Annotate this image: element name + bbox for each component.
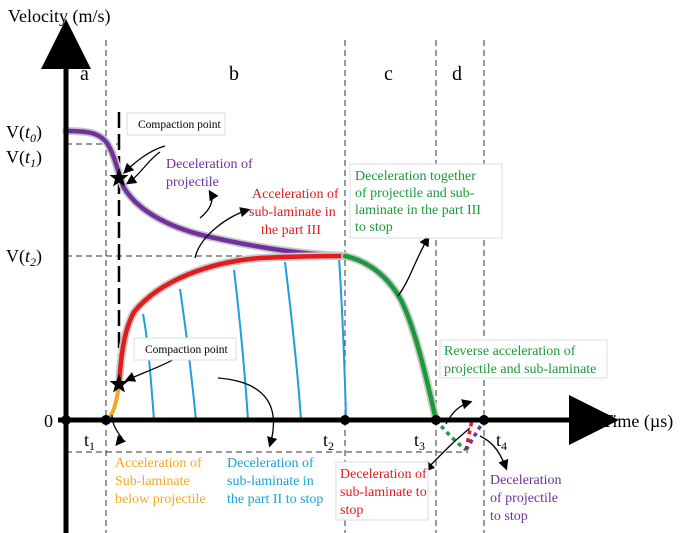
accel-part3-label: Acceleration of sub-laminate in the part… (249, 187, 342, 238)
phase-dividers (105, 40, 485, 533)
reverse-purple-dotted (464, 419, 486, 451)
t4-dot (479, 415, 489, 425)
reverse-box (439, 339, 608, 379)
below-label: Acceleration of Sub-laminate below proje… (115, 456, 206, 507)
compaction-bottom-box (133, 337, 237, 361)
arrow-part2 (217, 377, 278, 448)
compaction-bottom-label: Compaction point (145, 344, 229, 356)
blue-curve-4 (284, 261, 302, 421)
x-tick-t3: t3 (414, 430, 425, 453)
phase-a: a (80, 63, 89, 85)
y-axis-label: Velocity (m/s) (8, 6, 110, 27)
origin-dot (61, 415, 71, 425)
sub-stop-label: Deceleration of sub-laminate to stop (340, 467, 430, 518)
together-label: Deceleration together of projectile and … (355, 169, 484, 235)
origin-label: 0 (44, 411, 53, 431)
arrow-together (397, 235, 430, 297)
t2-dot (340, 415, 350, 425)
arrow-compaction-bottom (124, 357, 177, 382)
star-top-icon (109, 168, 129, 187)
reverse-red-dotted (464, 419, 474, 451)
acceleration-curve-shadow (115, 252, 349, 389)
below-acceleration-curve (104, 384, 121, 422)
together-box (349, 163, 503, 239)
together-curve (342, 253, 439, 423)
arrow-accel-part3 (194, 207, 251, 259)
blue-curve-3 (233, 269, 249, 421)
t1-dot (101, 415, 111, 425)
arrow-decel-projectile (125, 151, 161, 185)
phase-c: c (384, 63, 393, 85)
proj-stop-label: Deceleration of projectile to stop (490, 473, 565, 524)
x-axis-label: Time (µs) (602, 411, 673, 432)
y-tick-v1: V(t1) (6, 147, 42, 170)
blue-curve-1 (142, 313, 155, 421)
arrow-projectile-line (199, 189, 219, 219)
part2-label: Deceleration of sub-laminate in the part… (227, 456, 323, 507)
sub-stop-box (335, 461, 429, 521)
blue-curve-5 (338, 256, 347, 421)
compaction-top-box (126, 112, 226, 136)
arrow-compaction-top (123, 145, 166, 174)
arrow-sub-stop (424, 427, 471, 472)
together-curve-shadow (341, 252, 440, 424)
y-tick-v0: V(t0) (6, 122, 42, 145)
reverse-label: Reverse acceleration of projectile and s… (444, 344, 596, 377)
t3-dot (431, 415, 441, 425)
arrow-below (111, 414, 126, 446)
acceleration-curve (116, 253, 348, 388)
x-tick-t2: t2 (323, 430, 334, 453)
axis-points (61, 415, 489, 425)
star-bottom-icon (109, 374, 129, 393)
reverse-phase-curves (434, 418, 486, 452)
arrow-reverse (445, 399, 473, 425)
x-tick-t4: t4 (496, 430, 507, 453)
phase-d: d (452, 63, 462, 85)
x-tick-t1: t1 (84, 430, 95, 453)
projectile-deceleration-curve-line (63, 128, 348, 259)
y-tick-v2: V(t2) (6, 246, 42, 269)
compaction-stars (109, 168, 129, 393)
compaction-top-label: Compaction point (138, 119, 222, 131)
phase-b: b (229, 63, 239, 85)
arrow-proj-stop (479, 435, 509, 471)
decel-projectile-label: Deceleration of projectile (166, 157, 256, 190)
